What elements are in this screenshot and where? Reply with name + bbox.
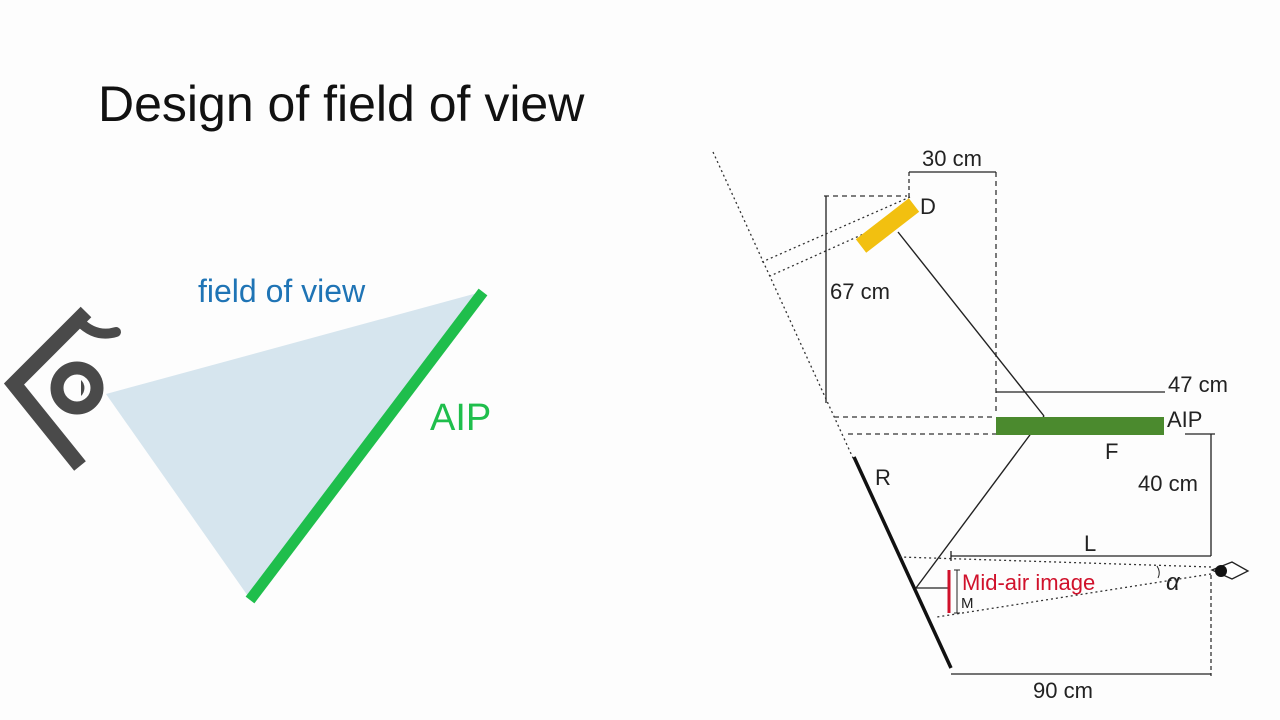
viewing-angle-label: α: [1166, 569, 1181, 596]
slide-title: Design of field of view: [98, 76, 585, 132]
eye-icon: [3, 306, 121, 471]
fresnel-label: F: [1105, 439, 1118, 464]
reflector: [852, 456, 953, 669]
dim-47cm-label: 47 cm: [1168, 372, 1228, 397]
aip-plate: [996, 417, 1164, 435]
aip-label-left: AIP: [430, 397, 491, 439]
mid-air-image-label: Mid-air image: [962, 570, 1095, 595]
dim-40cm-label: 40 cm: [1138, 471, 1198, 496]
image-size-label: M: [961, 595, 974, 612]
viewer-eye-icon: [1210, 561, 1250, 580]
dim-30cm-label: 30 cm: [922, 146, 982, 171]
light-path-aip-to-reflector: [915, 415, 1045, 589]
viewing-angle-arc: [1156, 565, 1160, 579]
view-boundary-line: [712, 151, 854, 459]
viewer-eye-pupil: [1215, 565, 1227, 577]
aip-plane-line: [245, 288, 488, 604]
sight-ray-lower: [936, 573, 1212, 618]
eye-outline: [3, 306, 92, 471]
dim-90cm-label: 90 cm: [1033, 678, 1093, 703]
display-panel: [855, 198, 920, 253]
eye-lash: [75, 317, 121, 339]
field-of-view-area: [106, 292, 481, 599]
dim-67cm-label: 67 cm: [830, 279, 890, 304]
sight-ray-upper: [899, 556, 1212, 568]
distance-label: L: [1084, 531, 1096, 556]
aip-label-right: AIP: [1167, 407, 1202, 432]
left-diagram: field of view AIP: [3, 273, 491, 604]
field-of-view-label: field of view: [198, 273, 366, 309]
light-path-display-to-aip: [897, 231, 1045, 417]
eye-pupil: [81, 380, 85, 396]
reflector-label: R: [875, 465, 891, 490]
right-diagram: 30 cm 67 cm 47 cm 40 cm 90 cm D AIP F R: [712, 146, 1250, 703]
eye-iris: [50, 361, 104, 415]
viewer-eye-outline: [1210, 561, 1250, 580]
display-label: D: [920, 194, 936, 219]
display-ray-upper: [761, 196, 911, 263]
